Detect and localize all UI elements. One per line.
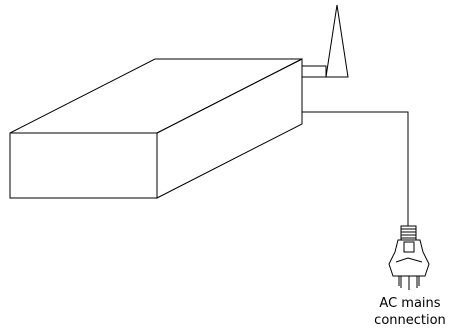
- antenna-mast: [325, 4, 349, 78]
- router-top-face: [9, 58, 303, 134]
- router-front-face: [9, 132, 158, 199]
- ac-mains-label-line1: AC mains: [379, 296, 441, 311]
- power-cable: [302, 111, 409, 226]
- ac-mains-label-line2: connection: [374, 313, 446, 328]
- router-box: [9, 58, 303, 199]
- router-side-face: [156, 58, 303, 199]
- ac-plug-icon: [388, 225, 430, 290]
- antenna-base-bracket: [302, 65, 327, 78]
- antenna: [302, 4, 349, 78]
